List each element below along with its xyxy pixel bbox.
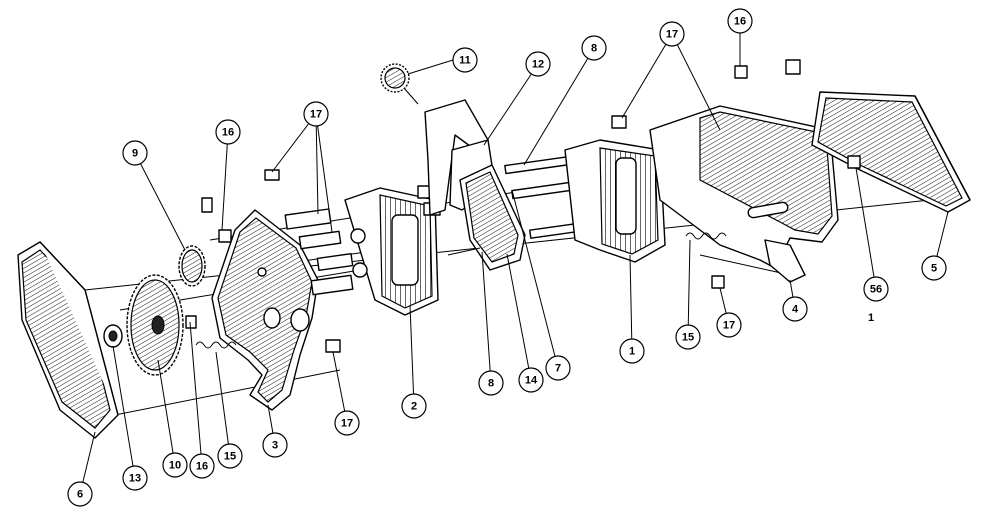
callout-number: 8 <box>488 378 494 390</box>
callout-number: 2 <box>411 401 417 413</box>
callout-9: 9 <box>122 140 148 166</box>
callout-number: 12 <box>532 59 544 71</box>
spring-right <box>685 232 727 240</box>
callout-circle <box>716 312 742 338</box>
callout-circle <box>619 338 645 364</box>
callout-circle <box>545 355 571 381</box>
callout-4: 4 <box>782 296 808 322</box>
callout-15b: 15 <box>217 443 243 469</box>
callout-17a: 17 <box>303 101 329 127</box>
callout-number: 8 <box>591 43 597 55</box>
callout-circle <box>189 453 215 479</box>
block-assembly-2 <box>344 187 439 316</box>
callout-circle <box>782 296 808 322</box>
callout-circle <box>478 370 504 396</box>
screws-right <box>611 59 861 289</box>
callout-circle <box>659 21 685 47</box>
callout-6: 6 <box>67 481 93 507</box>
callout-circle <box>67 481 93 507</box>
callout-number: 9 <box>132 148 138 160</box>
chassis-plate <box>649 105 839 283</box>
callout-circle <box>215 119 241 145</box>
end-cover-right <box>811 91 971 213</box>
bushing-13 <box>103 324 123 348</box>
callout-number: 14 <box>525 375 538 387</box>
callout-circle <box>303 101 329 127</box>
small-gear <box>178 245 206 287</box>
heatsink-block <box>564 139 666 263</box>
callout-circle <box>727 8 753 34</box>
front-plate <box>211 209 319 411</box>
large-gear <box>126 274 184 376</box>
callout-number: 56 <box>870 284 882 296</box>
knob <box>380 63 419 105</box>
callout-7: 7 <box>545 355 571 381</box>
callout-circle <box>581 35 607 61</box>
callout-circle <box>262 432 288 458</box>
callout-circle <box>518 367 544 393</box>
callout-circle <box>675 324 701 350</box>
callout-14: 14 <box>518 367 544 393</box>
callout-16c: 16 <box>189 453 215 479</box>
callout-circle <box>122 465 148 491</box>
callout-11: 11 <box>452 47 478 73</box>
callout-2: 2 <box>401 393 427 419</box>
callout-number: 4 <box>792 304 799 316</box>
callout-56: 56 <box>863 276 889 302</box>
callout-circle <box>525 51 551 77</box>
callout-circle <box>863 276 889 302</box>
mid-plate <box>447 164 526 271</box>
callout-1: 1 <box>619 338 645 364</box>
callout-8a: 8 <box>581 35 607 61</box>
callout-number: 1 <box>629 346 635 358</box>
callout-number: 13 <box>129 473 141 485</box>
callout-17c: 17 <box>334 410 360 436</box>
callout-16b: 16 <box>727 8 753 34</box>
callout-number: 11 <box>459 55 471 67</box>
callout-circle <box>334 410 360 436</box>
callout-5: 5 <box>921 255 947 281</box>
callout-10: 10 <box>162 452 188 478</box>
end-cover-left <box>17 241 119 439</box>
callout-number: 16 <box>196 461 208 473</box>
callout-number: 10 <box>169 460 181 472</box>
callout-circle <box>401 393 427 419</box>
callout-number: 3 <box>272 440 278 452</box>
callout-circle <box>921 255 947 281</box>
callout-circle <box>122 140 148 166</box>
callout-number: 15 <box>682 332 694 344</box>
callout-17d: 17 <box>716 312 742 338</box>
callout-number: 5 <box>931 263 937 275</box>
callout-number: 17 <box>341 418 353 430</box>
callout-circle <box>162 452 188 478</box>
callout-15a: 15 <box>675 324 701 350</box>
callout-number: 16 <box>734 16 746 28</box>
callout-number: 17 <box>310 109 322 121</box>
callout-13: 13 <box>122 465 148 491</box>
sheet-label: 1 <box>868 312 874 324</box>
callout-17b: 17 <box>659 21 685 47</box>
callout-number: 6 <box>77 489 83 501</box>
callout-number: 16 <box>222 127 234 139</box>
callout-3: 3 <box>262 432 288 458</box>
callout-8b: 8 <box>478 370 504 396</box>
callout-number: 17 <box>723 320 735 332</box>
spring-left <box>195 341 237 349</box>
callout-number: 7 <box>555 363 561 375</box>
callout-circle <box>452 47 478 73</box>
callout-circle <box>217 443 243 469</box>
callout-16a: 16 <box>215 119 241 145</box>
callout-12: 12 <box>525 51 551 77</box>
callout-number: 17 <box>666 29 678 41</box>
callout-number: 15 <box>224 451 236 463</box>
